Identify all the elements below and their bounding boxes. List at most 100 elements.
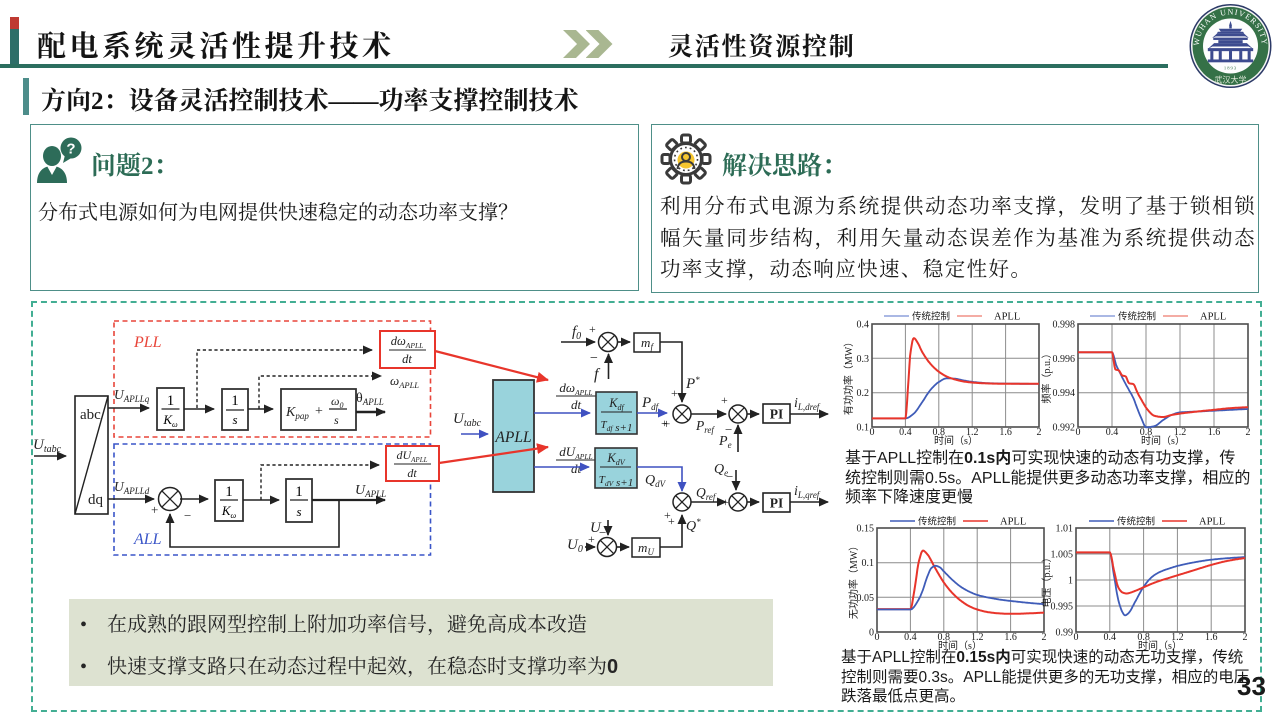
svg-text:ωAPLL: ωAPLL <box>390 373 419 390</box>
svg-text:s: s <box>296 504 301 519</box>
svg-text:UAPLLq: UAPLLq <box>114 387 150 404</box>
svg-text:+: + <box>315 404 323 419</box>
svg-text:0: 0 <box>870 427 875 438</box>
svg-text:θAPLL: θAPLL <box>356 391 384 407</box>
svg-text:Q*: Q* <box>686 517 701 534</box>
svg-text:时间（s）: 时间（s） <box>934 434 978 447</box>
svg-text:0.8: 0.8 <box>938 632 951 643</box>
svg-text:0.995: 0.995 <box>1051 602 1074 613</box>
svg-text:0: 0 <box>875 632 880 643</box>
svg-text:频率（p.u.）: 频率（p.u.） <box>1040 349 1053 404</box>
svg-text:Pref: Pref <box>695 418 715 435</box>
svg-text:无功功率（MW）: 无功功率（MW） <box>847 541 860 619</box>
svg-text:0.4: 0.4 <box>899 427 912 438</box>
svg-text:1.2: 1.2 <box>1174 427 1187 438</box>
svg-text:1.2: 1.2 <box>1171 632 1184 643</box>
svg-text:0.4: 0.4 <box>904 632 917 643</box>
svg-text:传统控制: 传统控制 <box>918 516 956 528</box>
svg-text:1: 1 <box>231 393 239 409</box>
svg-text:2: 2 <box>1037 427 1042 438</box>
svg-text:有功功率（MW）: 有功功率（MW） <box>842 337 855 415</box>
svg-text:dUAPLL: dUAPLL <box>559 444 592 461</box>
svg-text:时间（s）: 时间（s） <box>1141 434 1185 447</box>
svg-text:2: 2 <box>1243 632 1248 643</box>
svg-text:APLL: APLL <box>494 429 531 446</box>
svg-text:−: − <box>599 525 606 540</box>
svg-text:1.01: 1.01 <box>1056 524 1074 535</box>
svg-text:1893: 1893 <box>1224 66 1237 71</box>
svg-text:0.998: 0.998 <box>1053 320 1076 331</box>
svg-text:武汉大学: 武汉大学 <box>1215 75 1247 85</box>
svg-text:时间（s）: 时间（s） <box>1138 639 1182 652</box>
svg-text:0: 0 <box>869 628 874 639</box>
svg-text:dt: dt <box>402 352 412 366</box>
svg-text:TdV s+1: TdV s+1 <box>599 474 633 489</box>
svg-text:U0: U0 <box>567 537 583 555</box>
svg-text:P*: P* <box>685 375 700 392</box>
svg-text:1.2: 1.2 <box>971 632 984 643</box>
svg-text:电压（p.u.）: 电压（p.u.） <box>1040 553 1053 608</box>
svg-text:0.3: 0.3 <box>857 354 870 365</box>
svg-text:+: + <box>721 393 728 407</box>
svg-text:iL,dref: iL,dref <box>794 396 821 412</box>
svg-text:1: 1 <box>295 484 303 500</box>
svg-text:APLL: APLL <box>1199 517 1225 528</box>
svg-text:dt: dt <box>407 466 417 480</box>
svg-text:−: − <box>725 422 732 437</box>
svg-text:Qref: Qref <box>696 485 717 502</box>
svg-text:1: 1 <box>225 484 233 500</box>
svg-text:1.6: 1.6 <box>999 427 1012 438</box>
svg-text:Utabc: Utabc <box>453 411 482 429</box>
svg-text:0.996: 0.996 <box>1053 354 1076 365</box>
svg-text:0.99: 0.99 <box>1056 628 1074 639</box>
svg-text:0.8: 0.8 <box>1140 427 1153 438</box>
svg-text:0.992: 0.992 <box>1053 423 1076 434</box>
svg-text:+: + <box>668 514 675 528</box>
svg-text:APLL: APLL <box>994 312 1020 323</box>
svg-text:0.4: 0.4 <box>1106 427 1119 438</box>
svg-text:+: + <box>588 532 595 546</box>
svg-text:1.6: 1.6 <box>1205 632 1218 643</box>
svg-text:dωAPLL: dωAPLL <box>559 380 592 397</box>
svg-text:Qe: Qe <box>714 462 728 478</box>
svg-text:0.4: 0.4 <box>857 320 870 331</box>
svg-text:Utabc: Utabc <box>33 437 62 455</box>
svg-text:传统控制: 传统控制 <box>912 311 950 323</box>
svg-text:传统控制: 传统控制 <box>1117 516 1155 528</box>
svg-text:1.005: 1.005 <box>1051 550 1074 561</box>
svg-text:dq: dq <box>88 492 104 508</box>
svg-text:+: + <box>661 416 668 430</box>
svg-text:abc: abc <box>80 407 101 423</box>
svg-text:−: − <box>184 508 191 523</box>
svg-text:APLL: APLL <box>1000 517 1026 528</box>
svg-text:?: ? <box>66 141 75 158</box>
svg-text:1.6: 1.6 <box>1208 427 1221 438</box>
svg-text:−: − <box>590 351 598 366</box>
svg-text:−: − <box>726 469 733 484</box>
svg-text:0.15: 0.15 <box>857 524 875 535</box>
svg-text:dt: dt <box>571 397 582 412</box>
svg-text:1.6: 1.6 <box>1004 632 1017 643</box>
svg-text:+: + <box>589 322 596 336</box>
svg-text:APLL: APLL <box>1200 312 1226 323</box>
svg-text:f0: f0 <box>572 324 581 342</box>
svg-text:dt: dt <box>571 461 582 476</box>
svg-text:s: s <box>232 412 237 427</box>
svg-text:UAPLL: UAPLL <box>355 483 386 499</box>
svg-text:f: f <box>594 366 601 383</box>
svg-text:2: 2 <box>1246 427 1251 438</box>
svg-text:QdV: QdV <box>645 473 667 489</box>
svg-text:1: 1 <box>1068 576 1073 587</box>
svg-text:0.994: 0.994 <box>1053 388 1076 399</box>
svg-text:0.2: 0.2 <box>857 388 870 399</box>
svg-text:UAPLLd: UAPLLd <box>114 479 150 496</box>
svg-text:1: 1 <box>167 393 175 409</box>
svg-text:1.2: 1.2 <box>966 427 979 438</box>
svg-text:2: 2 <box>1042 632 1047 643</box>
svg-text:0: 0 <box>1076 427 1081 438</box>
svg-text:0.05: 0.05 <box>857 593 875 604</box>
svg-text:+: + <box>671 386 678 400</box>
svg-text:iL,qref: iL,qref <box>794 484 821 500</box>
svg-text:0.8: 0.8 <box>1137 632 1150 643</box>
svg-text:时间（s）: 时间（s） <box>938 639 982 652</box>
